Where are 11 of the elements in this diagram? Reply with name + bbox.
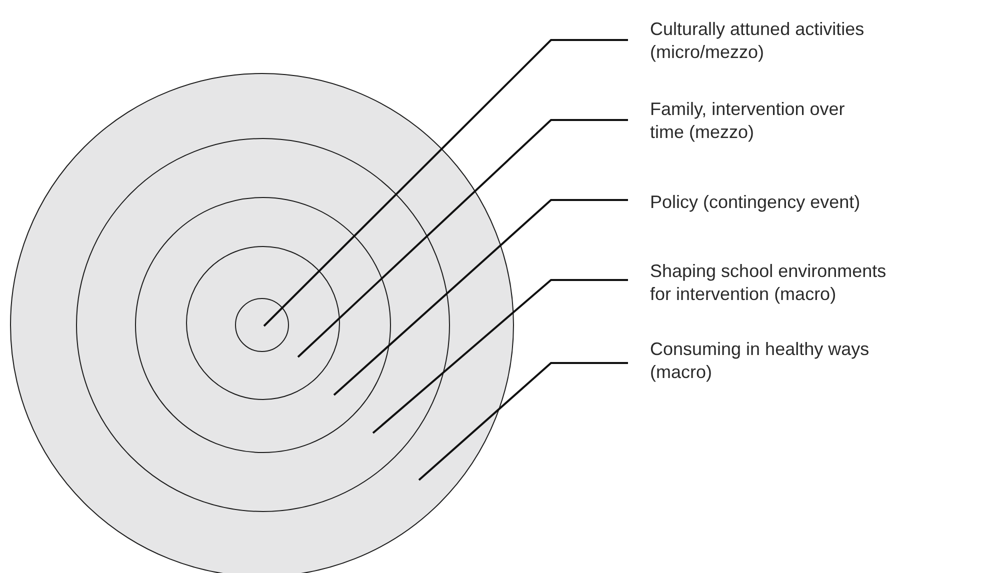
callout-label: Consuming in healthy ways (macro) <box>628 338 928 384</box>
leader-line <box>418 362 628 481</box>
leader-line <box>263 39 628 327</box>
callout-label: Shaping school environments for intervention (macro) <box>628 260 903 306</box>
leader-line <box>372 279 628 434</box>
ring <box>235 298 289 352</box>
callout-label: Family, intervention over time (mezzo) <box>628 98 868 144</box>
leader-line <box>333 199 628 396</box>
callout-label: Policy (contingency event) <box>628 191 980 214</box>
callout-label: Culturally attuned activities (micro/mezzo) <box>628 18 928 64</box>
leader-line <box>297 119 628 358</box>
